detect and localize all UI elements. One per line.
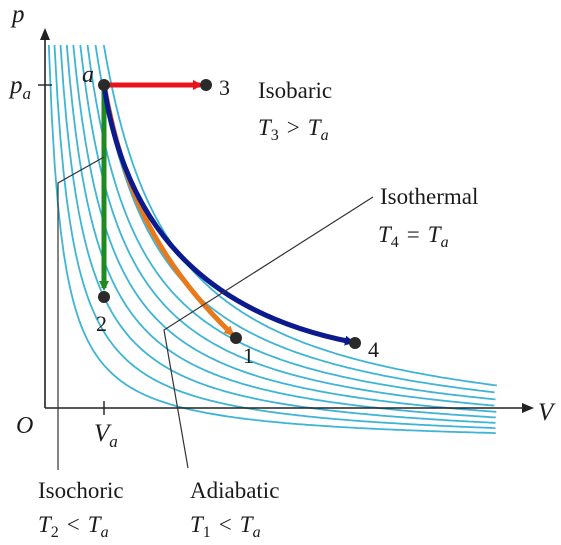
isotherm-curve — [59, 44, 496, 424]
x-axis-label: V — [538, 399, 556, 426]
isothermal-name: Isothermal — [380, 184, 478, 209]
isothermal-rel-sub-left: 4 — [391, 234, 399, 251]
point-3 — [200, 79, 212, 91]
isobaric-relation: T3>Ta — [258, 115, 329, 144]
adiabatic-rel-sub-left: 1 — [203, 524, 211, 541]
isochoric-rel-t2: T — [88, 512, 103, 537]
isobaric-name: Isobaric — [258, 78, 332, 103]
leader-lines — [57, 156, 374, 470]
isobaric-rel-t: T — [258, 115, 273, 140]
isochoric-name: Isochoric — [38, 478, 124, 503]
adiabatic-path — [101, 84, 235, 337]
isothermal-rel-t: T — [378, 222, 393, 247]
isothermal-path — [101, 84, 355, 346]
pa-label-sub: a — [23, 84, 32, 103]
isotherm-curves — [47, 44, 497, 434]
isochoric-leader — [57, 156, 105, 470]
adiabatic-name: Adiabatic — [190, 478, 279, 503]
isothermal-relation: T4=Ta — [378, 222, 449, 251]
label-1: 1 — [243, 343, 254, 368]
adiabatic-rel-sub-right: a — [253, 524, 261, 541]
process-paths — [99, 80, 355, 346]
adiabatic-leader — [163, 196, 374, 469]
pa-label-p: p — [8, 72, 23, 99]
va-label-sub: a — [109, 432, 118, 451]
origin-label: O — [16, 413, 33, 439]
axes — [38, 28, 534, 415]
pa-label: pa — [8, 72, 31, 103]
isobaric-rel-sub-left: 3 — [271, 127, 279, 144]
adiabatic-relation: T1<Ta — [190, 512, 261, 541]
isotherm-curve — [65, 44, 496, 419]
isotherm-curve — [53, 44, 496, 429]
isobaric-rel-t2: T — [308, 115, 323, 140]
point-1 — [230, 332, 242, 344]
y-axis-label: p — [10, 1, 25, 28]
isochoric-rel-sub-left: 2 — [51, 524, 59, 541]
isotherm-curve — [86, 44, 496, 401]
isochoric-rel-t: T — [38, 512, 53, 537]
isotherm-curve — [72, 44, 497, 413]
isothermal-rel-t2: T — [428, 222, 443, 247]
isochoric-rel-sub-right: a — [101, 524, 109, 541]
isotherm-curve — [94, 44, 495, 394]
isotherm-curve — [47, 44, 496, 434]
isothermal-rel-op: = — [407, 222, 420, 247]
isobaric-rel-op: > — [287, 115, 300, 140]
isochoric-rel-op: < — [67, 512, 80, 537]
va-label-v: V — [94, 420, 112, 447]
label-4: 4 — [368, 337, 379, 362]
point-4 — [349, 337, 361, 349]
adiabatic-rel-op: < — [219, 512, 232, 537]
va-label: Va — [94, 420, 118, 451]
label-a: a — [82, 62, 94, 88]
adiabatic-rel-t2: T — [240, 512, 255, 537]
label-2: 2 — [96, 311, 107, 336]
isothermal-rel-sub-right: a — [441, 234, 449, 251]
isochoric-relation: T2<Ta — [38, 512, 109, 541]
adiabatic-rel-t: T — [190, 512, 205, 537]
point-a — [98, 79, 110, 91]
state-points — [98, 79, 361, 349]
point-2 — [98, 291, 110, 303]
label-3: 3 — [219, 75, 230, 100]
isotherm-curve — [79, 44, 495, 407]
isobaric-rel-sub-right: a — [321, 127, 329, 144]
